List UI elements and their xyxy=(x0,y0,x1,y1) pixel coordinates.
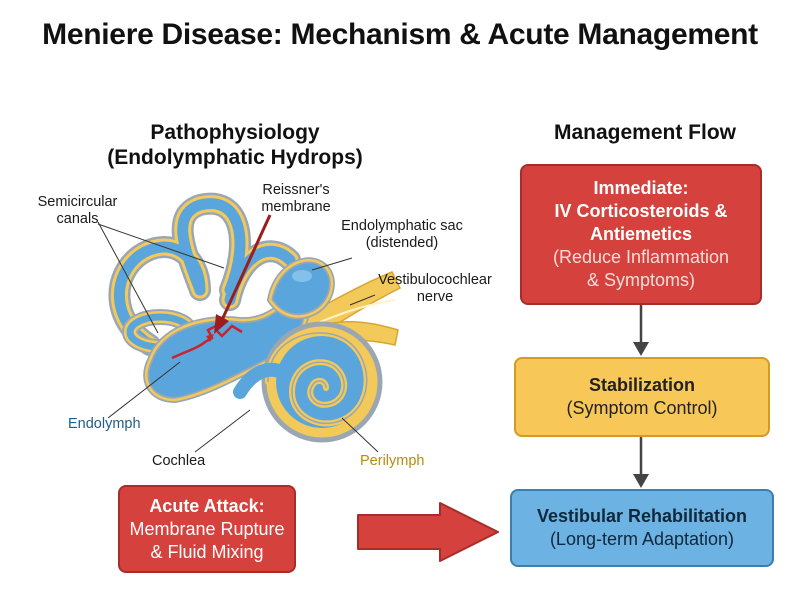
endolymphatic-sac xyxy=(266,257,335,320)
pathophysiology-title: Pathophysiology (Endolymphatic Hydrops) xyxy=(107,121,363,169)
vestibulocochlear-nerve-label: Vestibulocochlear nerve xyxy=(378,272,492,305)
acute-to-rehab-arrow xyxy=(357,502,499,562)
endolymphatic-sac-label: Endolymphatic sac (distended) xyxy=(341,218,463,251)
cochlea-label: Cochlea xyxy=(152,453,206,469)
vestibular-rehabilitation-box: Vestibular Rehabilitation (Long-term Ada… xyxy=(510,489,774,567)
acute-attack-box: Acute Attack: Membrane Rupture & Fluid M… xyxy=(118,485,296,573)
management-title: Management Flow xyxy=(553,121,737,144)
immediate-treatment-box: Immediate: IV Corticosteroids & Antiemet… xyxy=(520,164,762,305)
endolymph-label: Endolymph xyxy=(68,416,141,432)
perilymph-label: Perilymph xyxy=(360,453,425,469)
leader-lines xyxy=(97,221,379,453)
semicircular-canals xyxy=(114,198,296,351)
reissner-membrane-label: Reissner's membrane xyxy=(261,182,331,215)
cochlea xyxy=(233,321,383,443)
page-title: Meniere Disease: Mechanism & Acute Manag… xyxy=(42,18,758,51)
reissner-arrow xyxy=(214,214,272,334)
semicircular-canals-label: Semicircular canals xyxy=(37,194,118,227)
stabilization-box: Stabilization (Symptom Control) xyxy=(514,357,770,437)
ruptured-membrane xyxy=(171,324,243,360)
flow-arrows xyxy=(633,305,649,488)
